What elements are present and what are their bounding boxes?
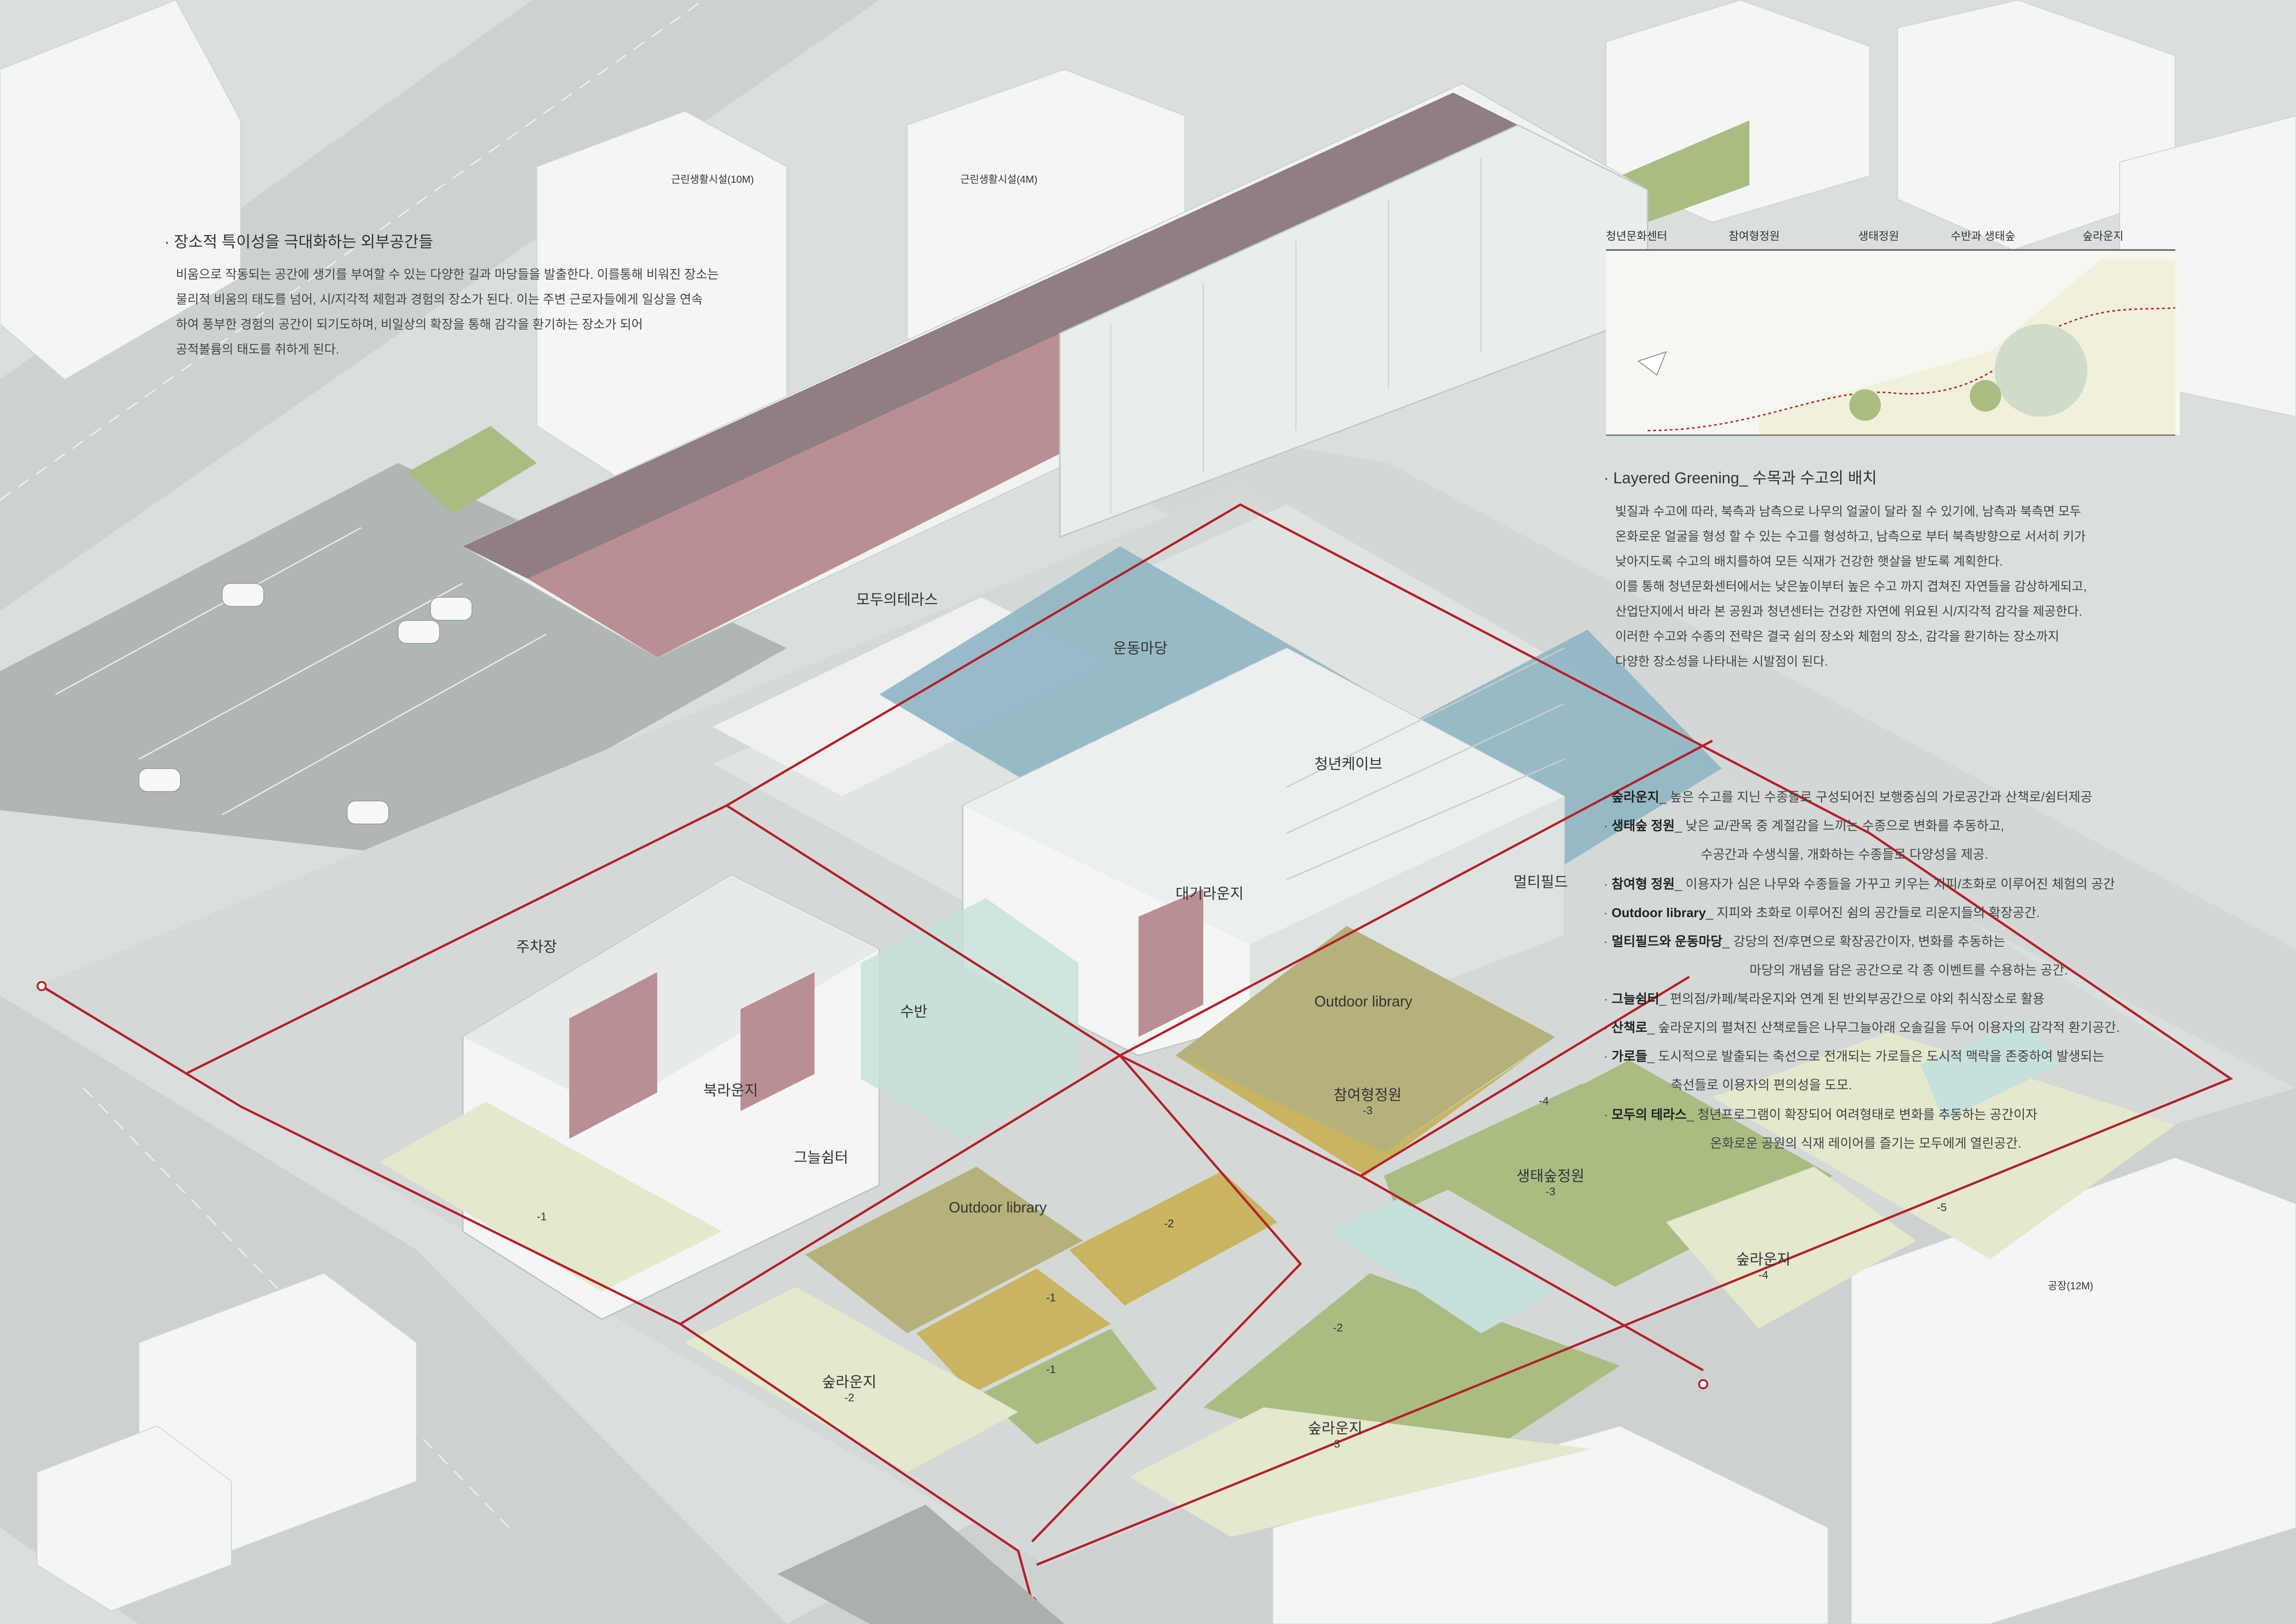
legend-item: · 모두의 테라스_ 청년프로그램이 확장되어 여려형태로 변화를 추동하는 공… xyxy=(1604,1107,2038,1122)
zone-label-youth-cave: 청년케이브 xyxy=(1314,756,1383,772)
legend-item: · 가로들_ 도시적으로 발출되는 축선으로 전개되는 가로들은 도시적 맥락을… xyxy=(1604,1049,2104,1063)
section-header: 숲라운지 xyxy=(2083,230,2124,243)
legend-item: · 산책로_ 숲라운지의 펼쳐진 산책로들은 나무그늘아래 오솔길을 두어 이용… xyxy=(1604,1020,2120,1035)
zone-label-north-lounge: 북라운지 xyxy=(703,1082,758,1099)
pale-lawns xyxy=(380,1032,2175,1537)
zone-label-sports-yard: 운동마당 xyxy=(1113,640,1168,656)
label-retail-10m: 근린생활시설(10M) xyxy=(671,174,754,185)
zone-label-outdoor-library: Outdoor library xyxy=(1314,993,1412,1010)
plot-number: -4 xyxy=(1539,1095,1549,1107)
plot-number: -1 xyxy=(537,1211,547,1223)
legend-item: · 멀티필드와 운동마당_ 강당의 전/후면으로 확장공간이자, 변화를 추동하… xyxy=(1604,934,2005,949)
circulation-path xyxy=(41,503,2234,1602)
zone-label-outdoor-library: Outdoor library xyxy=(949,1199,1047,1216)
label-factory-12m: 공장(12M) xyxy=(2048,1280,2093,1292)
section-header: 청년문화센터 xyxy=(1606,230,1668,243)
plot-number: -1 xyxy=(1046,1292,1056,1304)
garden-plots xyxy=(805,926,1833,1481)
legend-item: · 숲라운지_ 높은 수고를 지닌 수종들로 구성되어진 보행중심의 가로공간과… xyxy=(1604,790,2092,804)
legend: · 숲라운지_ 높은 수고를 지닌 수종들로 구성되어진 보행중심의 가로공간과… xyxy=(1604,787,2275,1157)
text-block-title: · Layered Greening_ 수목과 수고의 배치 xyxy=(1604,469,1877,487)
legend-item-continued: 마당의 개념을 담은 공간으로 각 종 이벤트를 수용하는 공간. xyxy=(1749,963,2068,977)
legend-item: · 생태숲 정원_ 낮은 교/관목 중 계절감을 느끼는 수종으로 변화를 추동… xyxy=(1604,818,2004,833)
text-block-layered-greening: · Layered Greening_ 수목과 수고의 배치 빛질과 수고에 따… xyxy=(1604,465,2205,674)
zone-label-waiting-lounge: 대기라운지 xyxy=(1176,885,1244,902)
legend-item-continued: 온화로운 공원의 식재 레이어를 즐기는 모두에게 열린공간. xyxy=(1710,1136,2022,1150)
text-block-title: · 장소적 특이성을 극대화하는 외부공간들 xyxy=(164,233,433,251)
youth-center-roof xyxy=(461,82,1649,796)
zone-label-forest-lounge: 숲라운지 -4 xyxy=(1736,1251,1791,1281)
legend-item-continued: 수공간과 수생식물, 개화하는 수종들로 다양성을 제공. xyxy=(1701,847,1989,862)
legend-item-continued: 축선들로 이용자의 편의성을 도모. xyxy=(1671,1078,1852,1092)
plot-number: -2 xyxy=(1164,1218,1174,1230)
section-header: 수반과 생태숲 xyxy=(1951,230,2016,243)
section-headers: 청년문화센터 참여형정원 생태정원 수반과 생태숲 숲라운지 xyxy=(1606,227,2180,245)
zone-label-forest-lounge: 숲라운지 -3 xyxy=(1308,1420,1363,1450)
text-block-body: 비움으로 작동되는 공간에 생기를 부여할 수 있는 다양한 길과 마당들을 발… xyxy=(176,268,719,356)
zone-label-participation-garden: 참여형정원 -3 xyxy=(1333,1087,1402,1117)
zone-label-shade-shelter: 그늘쉼터 xyxy=(794,1149,848,1166)
zone-label-eco-forest-garden: 생태숲정원 -3 xyxy=(1516,1168,1585,1198)
zone-label-terrace: 모두의테라스 xyxy=(856,591,938,608)
street xyxy=(778,1505,1064,1624)
legend-item: · Outdoor library_ 지피와 초화로 이루어진 쉼의 공간들로 … xyxy=(1604,906,2040,920)
legend-item: · 참여형 정원_ 이용자가 심은 나무와 수종들을 가꾸고 키우는 지피/초화… xyxy=(1604,877,2115,891)
section-header: 참여형정원 xyxy=(1729,230,1780,243)
water-basin xyxy=(1328,1018,2060,1333)
plot-number: -5 xyxy=(1937,1201,1947,1214)
text-block-exterior-spaces: · 장소적 특이성을 극대화하는 외부공간들 비움으로 작동되는 공간에 생기를… xyxy=(164,229,812,362)
zone-label-multi-field: 멀티필드 xyxy=(1513,874,1568,890)
plot-number: -2 xyxy=(1333,1322,1343,1334)
zone-label-water: 수반 xyxy=(900,1003,927,1020)
zone-label-parking: 주차장 xyxy=(516,938,557,955)
label-retail-4m: 근린생활시설(4M) xyxy=(960,174,1038,185)
legend-item: · 그늘쉼터_ 편의점/카페/북라운지와 연계 된 반외부공간으로 야외 취식장… xyxy=(1604,992,2045,1006)
zone-label-forest-lounge: 숲라운지 -2 xyxy=(822,1374,877,1404)
section-diagram xyxy=(1606,249,2180,436)
plot-number: -1 xyxy=(1046,1363,1056,1376)
text-block-body: 빛질과 수고에 따라, 북측과 남측으로 나무의 얼굴이 달라 질 수 있기에,… xyxy=(1615,505,2087,668)
section-header: 생태정원 xyxy=(1858,230,1899,243)
